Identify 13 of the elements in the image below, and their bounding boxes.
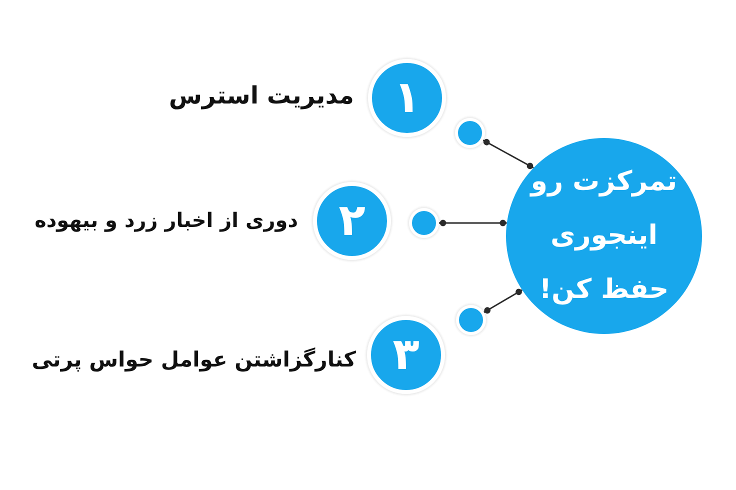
circle-heading: تمرکزت رو اینجوری حفظ کن! [529, 165, 678, 307]
small-circle [456, 305, 486, 335]
connector-line [439, 220, 507, 226]
step-label: مدیریت استرس [168, 80, 354, 112]
step-number: ۲ [338, 199, 366, 243]
connector-line [482, 138, 534, 170]
small-circle [409, 208, 439, 238]
step-number: ۱ [394, 76, 420, 120]
small-circle [455, 118, 485, 148]
step-label: دوری از اخبار زرد و بیهوده [34, 207, 298, 233]
step-label: کنارگزاشتن عوامل حواس پرتی [32, 346, 356, 374]
step-number: ۳ [392, 333, 420, 377]
connector-line [484, 288, 523, 314]
